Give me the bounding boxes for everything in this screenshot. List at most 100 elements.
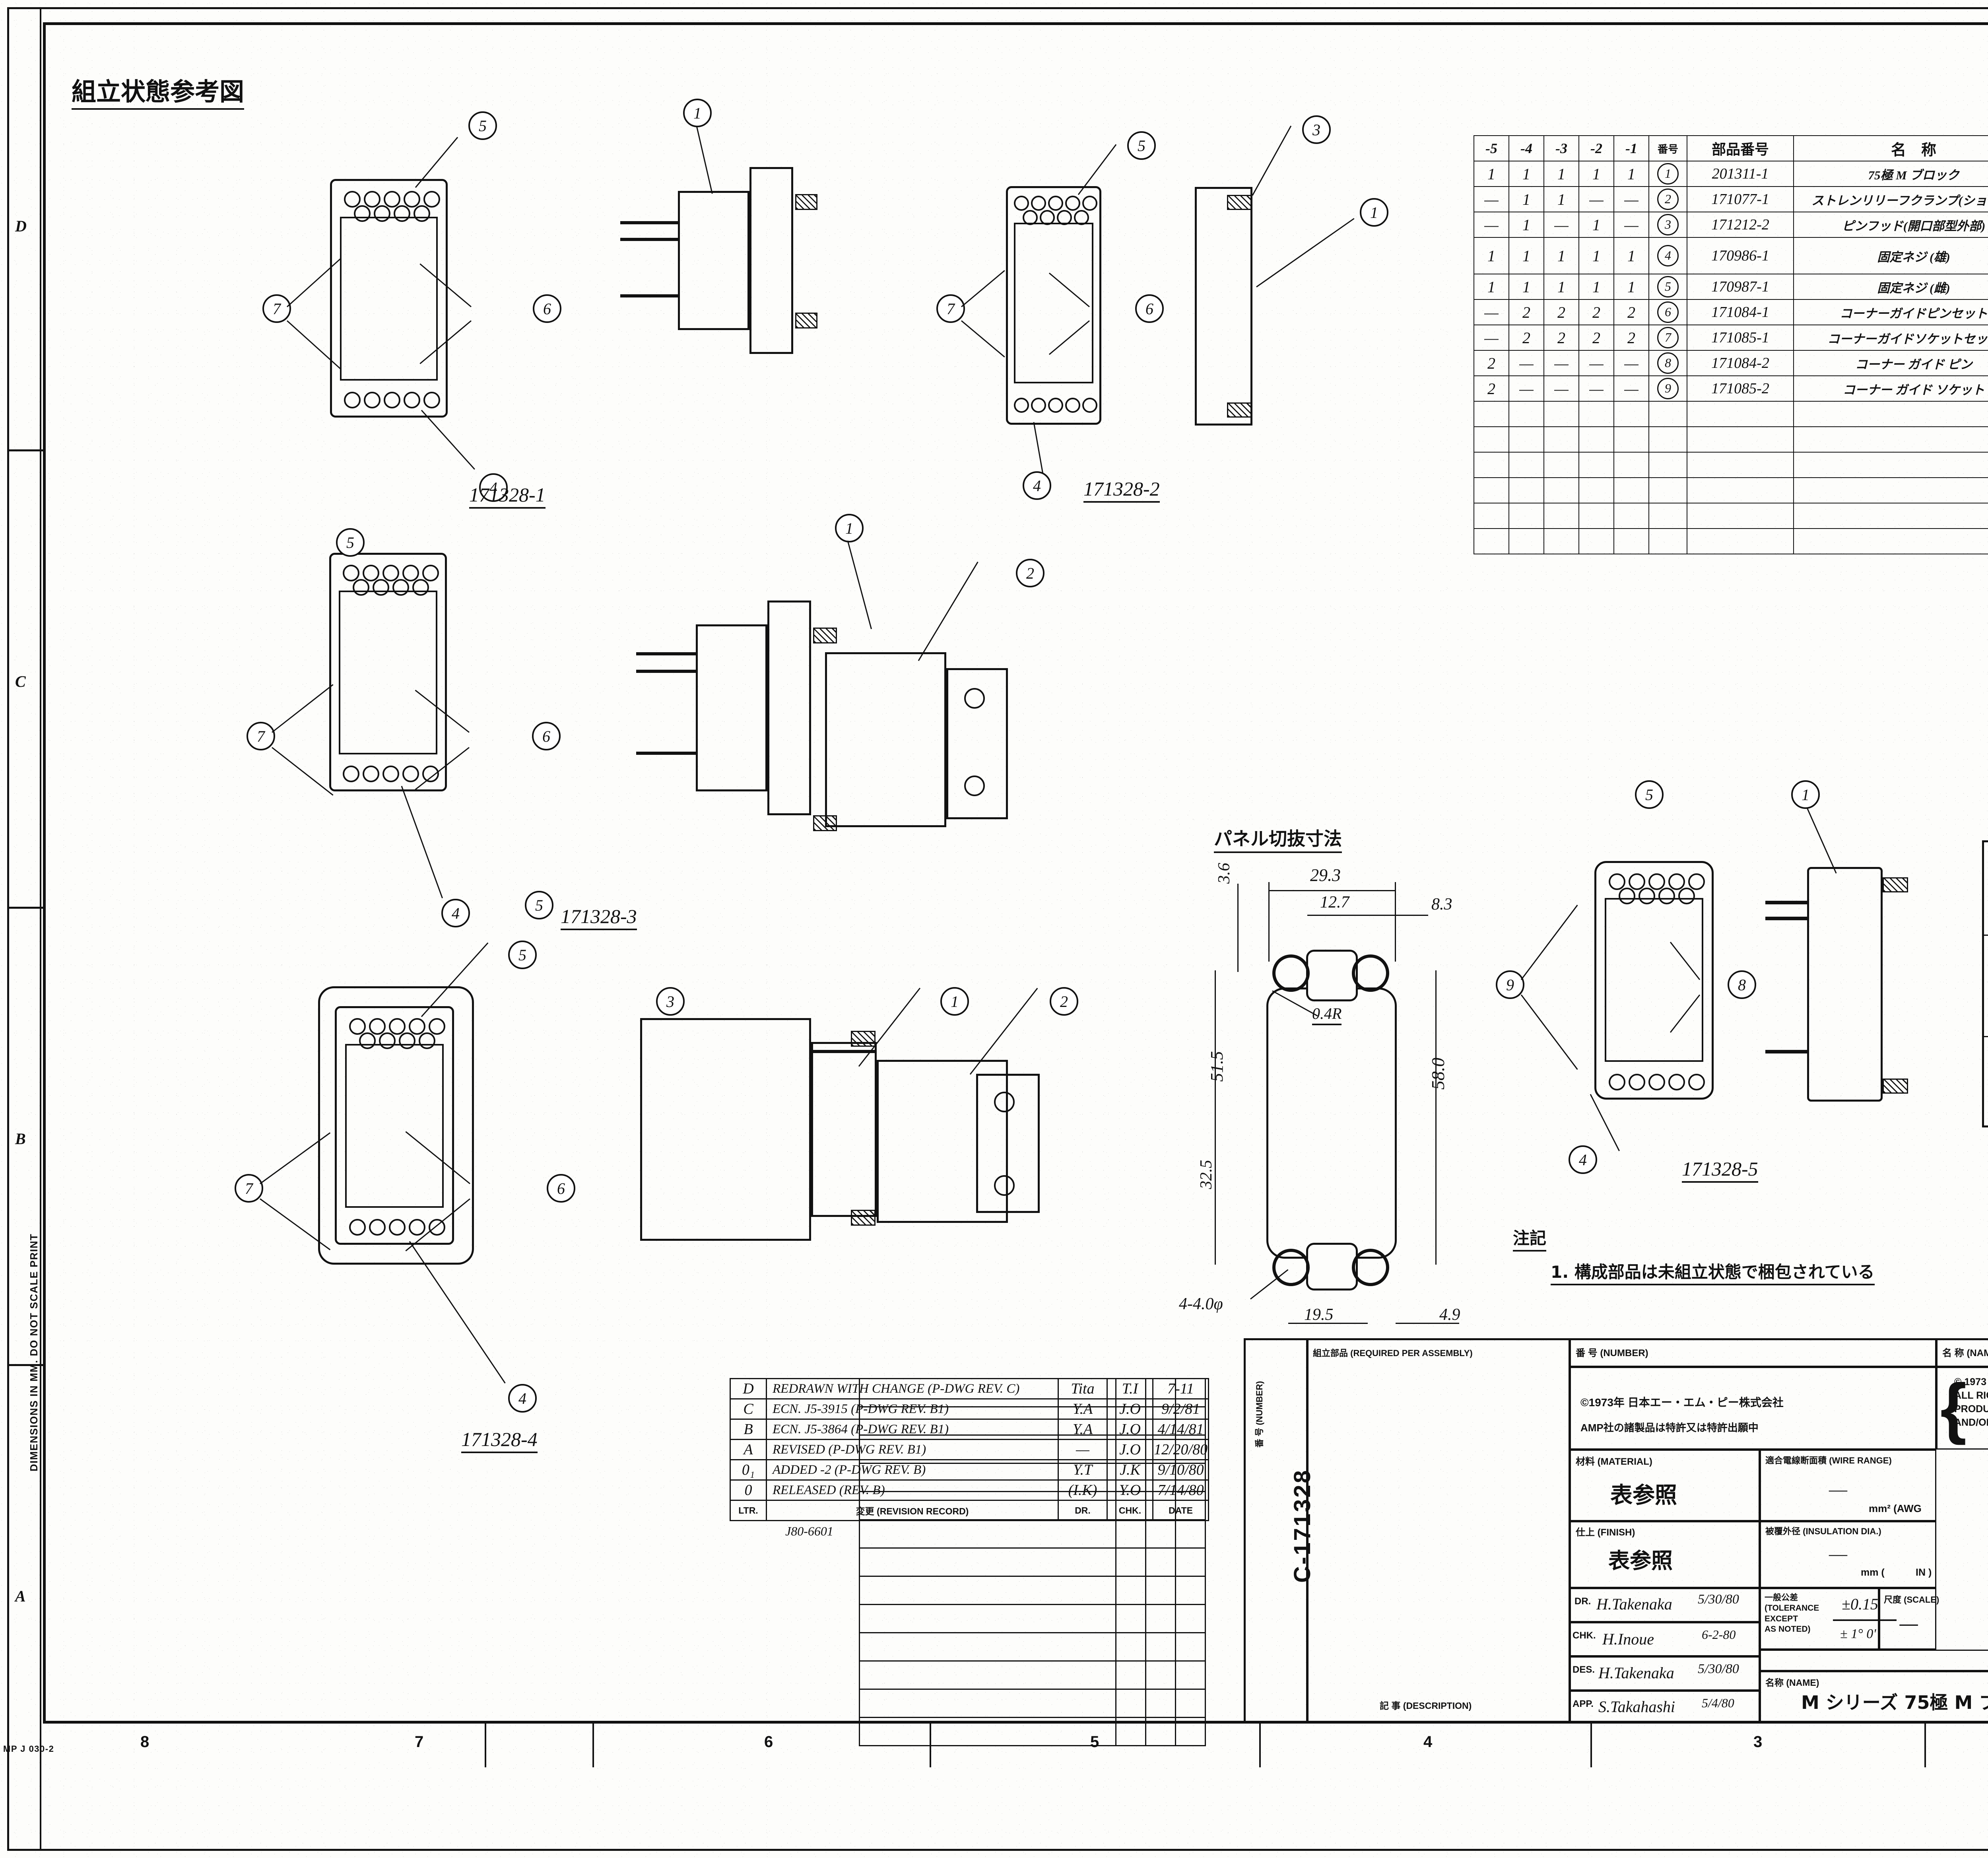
left-ruler-C: C xyxy=(15,672,27,690)
contact-hole xyxy=(363,565,379,581)
copyright-jp: ©1973年 日本エー・エム・ピー株式会社 xyxy=(1580,1396,1784,1409)
contact-hole xyxy=(374,205,390,222)
assembly-grid-cell xyxy=(1115,1660,1146,1690)
assembly-grid-cell xyxy=(1115,1547,1146,1577)
parts-blank-cell xyxy=(1648,477,1687,503)
strain-relief-clamp xyxy=(825,652,946,827)
spec-row: ブロック 配線記号1～82欠番: 6, 9, 19, 61, 68, 69, 8… xyxy=(1982,935,1988,1037)
balloon-5: 5 xyxy=(1127,131,1156,160)
scale-caption: 尺度 (SCALE) xyxy=(1884,1595,1939,1605)
parts-blank-cell xyxy=(1613,452,1649,478)
contact-hole xyxy=(379,1032,396,1049)
parts-item-no: 8 xyxy=(1648,350,1687,376)
name-value: M シリーズ 75極 M ブロック用ハードウェアキット xyxy=(1801,1692,1988,1713)
parts-blank-cell xyxy=(1508,477,1544,503)
parts-blank-cell xyxy=(1543,452,1579,478)
copyright-cell xyxy=(1570,1367,1936,1450)
screw-hatch xyxy=(851,1210,876,1226)
parts-name: コーナーガイドピンセット xyxy=(1793,299,1988,325)
contact-hole xyxy=(402,565,419,581)
parts-blank-cell xyxy=(1543,503,1579,529)
contact-hole xyxy=(1629,1074,1645,1090)
finish-caption: 仕上 (FINISH) xyxy=(1576,1527,1635,1538)
assembly-grid-cell xyxy=(1145,1604,1176,1633)
parts-qty-q3: 1 xyxy=(1543,237,1579,274)
assembly-grid-cell xyxy=(859,1434,1116,1464)
parts-qty-q5: — xyxy=(1474,325,1509,351)
assembly-grid-cell xyxy=(1115,1604,1146,1633)
parts-qty-q3: 2 xyxy=(1543,325,1579,351)
screw-hatch xyxy=(795,313,817,328)
parts-blank-cell xyxy=(1474,452,1509,478)
contact-hole xyxy=(1609,1074,1625,1090)
assembly-grid-cell xyxy=(1115,1576,1146,1605)
contact-hole xyxy=(1014,196,1029,211)
assembly-label-2: 171328-2 xyxy=(1083,477,1160,503)
parts-qty-q2: 2 xyxy=(1578,299,1614,325)
insulation-unit: mm ( xyxy=(1861,1567,1885,1578)
parts-qty-q4: 1 xyxy=(1508,186,1544,212)
parts-blank-cell xyxy=(1613,401,1649,427)
screw-shaft xyxy=(636,670,697,673)
assembly-grid-cell xyxy=(1175,1604,1206,1633)
tolerance-value-2: ± 1° 0' xyxy=(1840,1627,1876,1641)
assembly-grid-cell xyxy=(1115,1406,1146,1436)
panel-cutout-tab-bottom xyxy=(1306,1243,1358,1290)
col-q5: -5 xyxy=(1474,135,1509,161)
parts-item-no: 3 xyxy=(1648,212,1687,238)
parts-blank-cell xyxy=(1474,426,1509,453)
insulation-value: ― xyxy=(1829,1543,1847,1564)
clamp-screw xyxy=(994,1175,1015,1196)
screw-hatch xyxy=(1883,1079,1908,1094)
parts-blank-cell xyxy=(1687,401,1794,427)
assembly-grid-cell xyxy=(1145,1689,1176,1718)
panel-cutout-outline xyxy=(1266,987,1397,1259)
contact-hole xyxy=(1609,873,1625,890)
app-signature: S.Takahashi xyxy=(1598,1698,1675,1716)
dim-0-4R: 0.4R xyxy=(1312,1004,1342,1025)
note-item-1: 1. 構成部品は未組立状態で梱包されている xyxy=(1551,1259,1875,1285)
parts-table-blank-row xyxy=(1474,528,1988,554)
contact-hole xyxy=(1065,398,1080,413)
parts-qty-q3: — xyxy=(1543,350,1579,376)
contact-hole xyxy=(369,1219,386,1236)
copyright-en-line: PRODUCTS COVERED BY PATENTS xyxy=(1954,1403,1988,1415)
name-caption-cell xyxy=(1936,1338,1988,1367)
left-ruler-A: A xyxy=(15,1587,27,1605)
connector-face-outline xyxy=(330,179,448,418)
wire-range-cell xyxy=(1760,1450,1936,1521)
assembly-grid-cell xyxy=(859,1660,1116,1690)
wire-range-caption: 適合電線断面積 (WIRE RANGE) xyxy=(1765,1456,1892,1465)
sheet-outer-border xyxy=(7,7,1988,1851)
contact-hole xyxy=(1688,873,1705,890)
insulation-cell xyxy=(1760,1521,1936,1588)
assembly-grid-cell xyxy=(859,1406,1116,1436)
balloon-4: 4 xyxy=(441,899,470,927)
assembly-label-1: 171328-1 xyxy=(469,483,546,509)
notes-heading: 注記 xyxy=(1513,1225,1547,1252)
assembly-grid-cell xyxy=(1145,1547,1176,1577)
revision-letter: D xyxy=(730,1378,767,1399)
dim-line-195 xyxy=(1288,1323,1368,1324)
assembly-grid-cell xyxy=(1115,1689,1146,1718)
screw-shaft xyxy=(620,238,679,241)
balloon-8: 8 xyxy=(1728,970,1756,999)
contact-hole xyxy=(404,392,420,408)
parts-blank-cell xyxy=(1543,426,1579,453)
contact-hole xyxy=(423,191,440,208)
assembly-grid-cell xyxy=(1175,1689,1206,1718)
material-cell xyxy=(1570,1450,1760,1521)
parts-part-number: 171084-1 xyxy=(1687,299,1794,325)
parts-part-number: 171077-1 xyxy=(1687,186,1794,212)
col-q3: -3 xyxy=(1543,135,1579,161)
assembly-grid-row xyxy=(859,1406,1206,1436)
parts-blank-cell xyxy=(1508,503,1544,529)
balloon-1: 1 xyxy=(1360,198,1388,227)
screw-hatch xyxy=(813,628,837,643)
parts-qty-q1: 1 xyxy=(1613,274,1649,300)
assembly-grid-cell xyxy=(1175,1491,1206,1520)
assembly-grid-row xyxy=(859,1717,1206,1746)
